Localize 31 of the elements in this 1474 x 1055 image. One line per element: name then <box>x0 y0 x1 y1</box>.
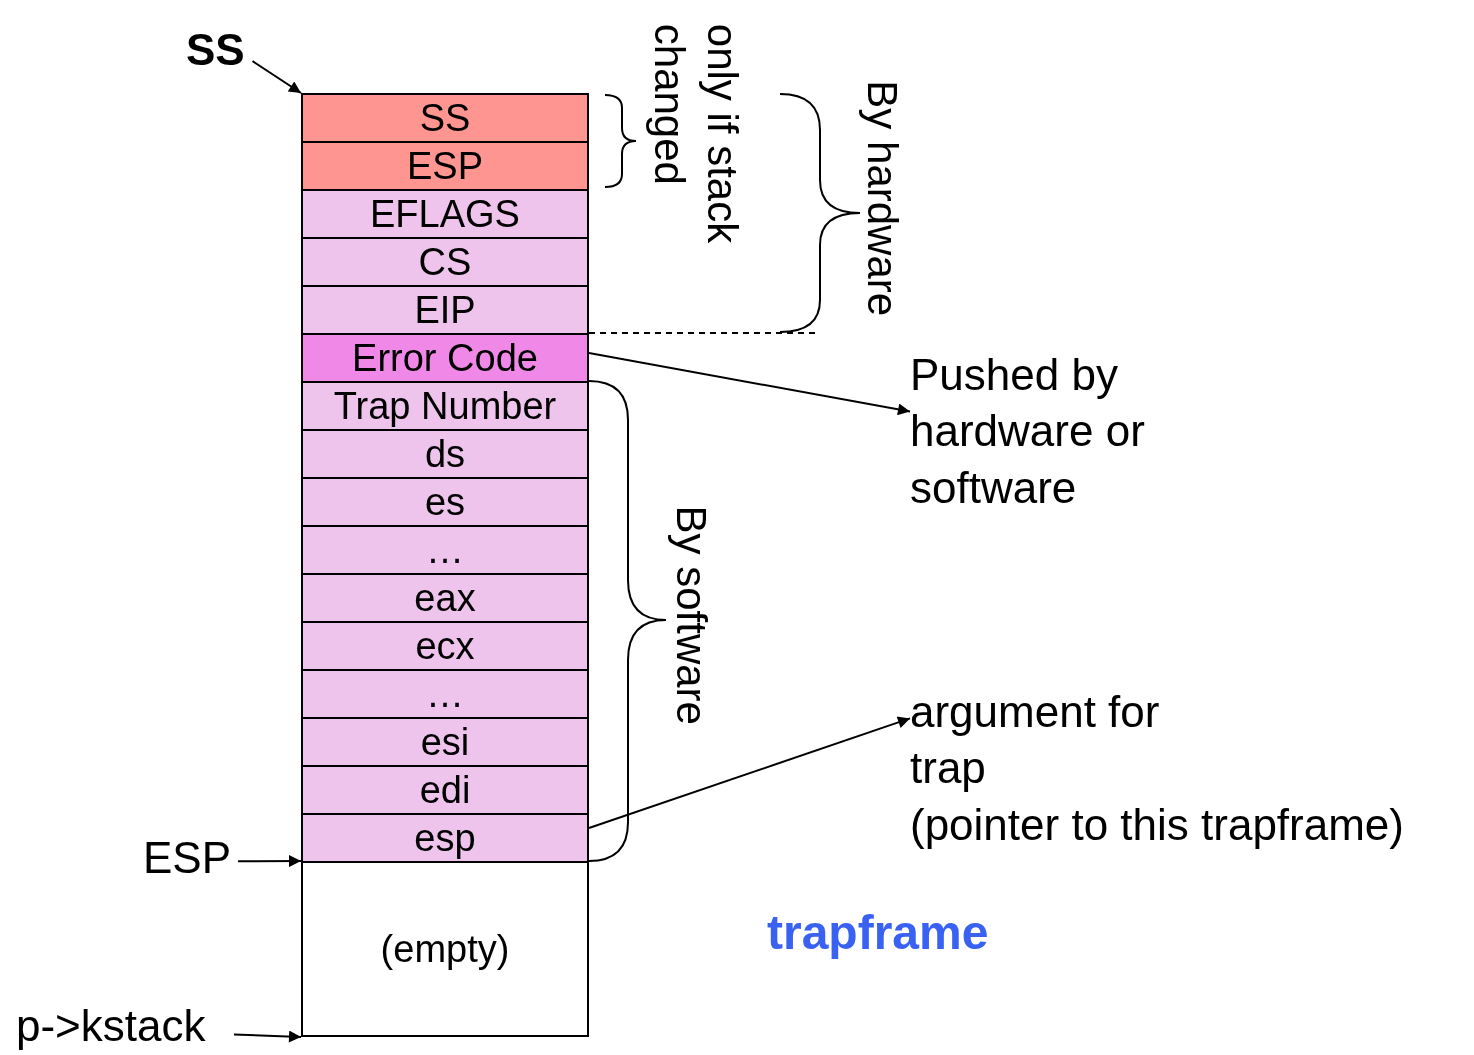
stack-pointer-label: SS <box>186 22 256 68</box>
stack-slot: ds <box>301 429 589 479</box>
pointer-label: ESP <box>143 830 238 882</box>
stack-slot: Error Code <box>301 333 589 383</box>
arrow <box>237 855 302 868</box>
pointer-label: p->kstack <box>16 998 234 1050</box>
stack-slot: EIP <box>301 285 589 335</box>
arrow <box>588 716 911 829</box>
stack-slot: edi <box>301 765 589 815</box>
stack-slot: EFLAGS <box>301 189 589 239</box>
stack-slot: ecx <box>301 621 589 671</box>
stack-slot: eax <box>301 573 589 623</box>
stack-slot: esp <box>301 813 589 863</box>
stack-slot: es <box>301 477 589 527</box>
arrow <box>251 60 302 94</box>
caption-text: trapframe <box>767 905 989 961</box>
stack-slot: CS <box>301 237 589 287</box>
stack-slot: SS <box>301 93 589 143</box>
stack-slot: … <box>301 525 589 575</box>
brace-label: only if stack changed <box>645 23 747 243</box>
arrow <box>588 352 911 416</box>
stack-slot: esi <box>301 717 589 767</box>
stack-slot: ESP <box>301 141 589 191</box>
stack-slot: (empty) <box>301 861 589 1037</box>
stack-slot: … <box>301 669 589 719</box>
brace-label: By software <box>666 505 716 725</box>
annotation-text: argument for trap (pointer to this trapframe) <box>910 684 1460 856</box>
annotation-text: Pushed by hardware or software <box>910 347 1210 517</box>
brace-label: By hardware <box>858 79 908 316</box>
stack-slot: Trap Number <box>301 381 589 431</box>
arrow <box>233 1030 302 1043</box>
